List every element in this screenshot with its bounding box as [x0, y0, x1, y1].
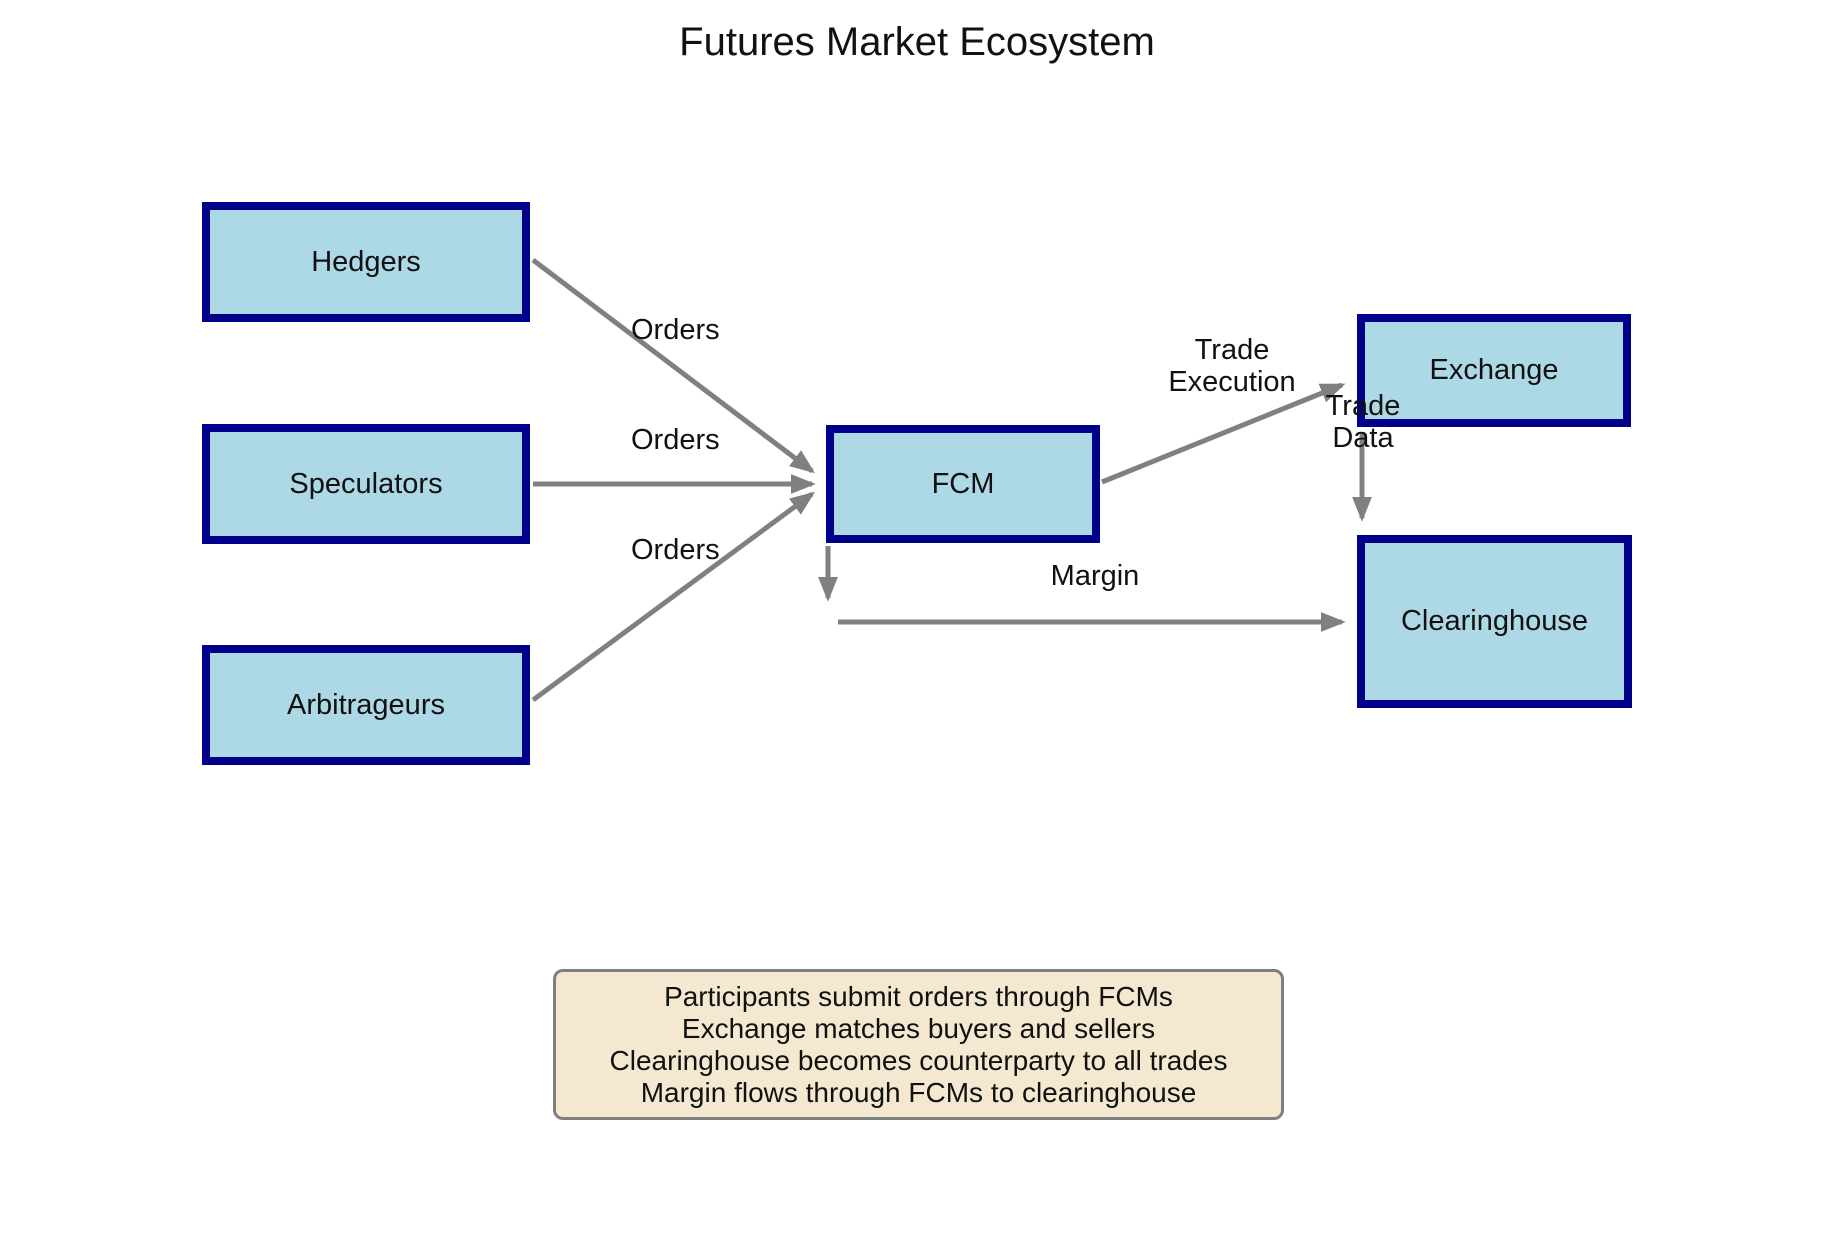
node-speculators: Speculators [202, 424, 530, 544]
edge-label-orders-speculators: Orders [631, 424, 720, 456]
node-exchange-label: Exchange [1429, 354, 1559, 386]
node-clearinghouse-label: Clearinghouse [1400, 605, 1588, 637]
note-line-2: Exchange matches buyers and sellers [681, 1012, 1156, 1044]
edge-label-trade-data: Trade Data [1325, 390, 1401, 454]
diagram-title: Futures Market Ecosystem [679, 20, 1155, 64]
edge-label-orders-hedgers: Orders [631, 314, 720, 346]
node-fcm-label: FCM [931, 467, 995, 500]
arrow-hedgers-to-fcm [531, 258, 815, 474]
node-arbitrageurs-label: Arbitrageurs [287, 688, 445, 721]
note-line-1: Participants submit orders through FCMs [664, 980, 1173, 1012]
node-hedgers: Hedgers [202, 202, 530, 322]
node-exchange: Exchange [1357, 314, 1631, 427]
arrow-fcm-to-exchange [1101, 382, 1346, 485]
note-line-3: Clearinghouse becomes counterparty to al… [609, 1044, 1228, 1076]
node-speculators-label: Speculators [289, 467, 443, 500]
edge-label-orders-arbitrageurs: Orders [631, 534, 720, 566]
edge-label-margin: Margin [1050, 560, 1140, 592]
node-arbitrageurs: Arbitrageurs [202, 645, 530, 765]
node-fcm: FCM [826, 425, 1100, 543]
note-box: Participants submit orders through FCMs … [553, 969, 1284, 1120]
note-line-4: Margin flows through FCMs to clearinghou… [640, 1076, 1197, 1108]
node-hedgers-label: Hedgers [311, 245, 421, 278]
edge-label-trade-execution: Trade Execution [1168, 334, 1296, 398]
node-clearinghouse: Clearinghouse [1357, 535, 1632, 708]
arrow-arbitrageurs-to-fcm [531, 491, 816, 703]
